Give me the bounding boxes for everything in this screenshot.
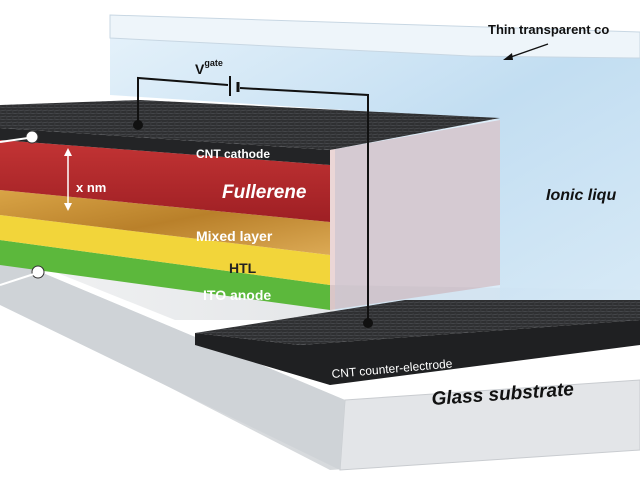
htl-layer [0,215,330,285]
counter-electrode-top [195,300,640,345]
cathode-contact-dot [133,120,143,130]
left-marker-bottom [31,265,45,279]
cover-arrow-head [503,53,513,60]
left-leader-top [0,137,29,143]
cnt-cathode-front [0,128,330,165]
ionic-liquid-front-face [335,120,500,325]
cnt-cathode-label: CNT cathode [196,147,270,161]
stack-side-face [330,120,500,310]
fullerene-label: Fullerene [222,182,307,203]
ionic-liquid-back [110,22,640,320]
vgate-label: Vgate [195,58,223,77]
thickness-arrow-head-bottom [64,203,72,211]
left-leader-bottom [0,273,35,286]
left-marker-top [25,130,39,144]
ito-anode-label: ITO anode [203,287,271,303]
glass-substrate-left-face [0,255,345,470]
counter-contact-dot [363,318,373,328]
counter-electrode-front [195,320,640,385]
gate-wire-left [137,76,229,125]
ionic-liquid-label: Ionic liqu [546,187,616,204]
fullerene-layer [0,140,330,222]
htl-label: HTL [229,260,257,276]
thickness-arrow-head-top [64,148,72,156]
thin-cover-label: Thin transparent co [488,22,609,37]
mixed-layer-label: Mixed layer [196,228,273,244]
cnt-cathode-top [0,100,500,150]
ito-anode-layer [0,240,330,310]
thin-transparent-cover [109,14,640,59]
vgate-subscript: gate [204,58,223,68]
gate-wire-right [239,87,369,323]
cover-arrow [507,43,549,59]
mixed-layer [0,190,330,255]
thickness-label: x nm [76,180,106,195]
